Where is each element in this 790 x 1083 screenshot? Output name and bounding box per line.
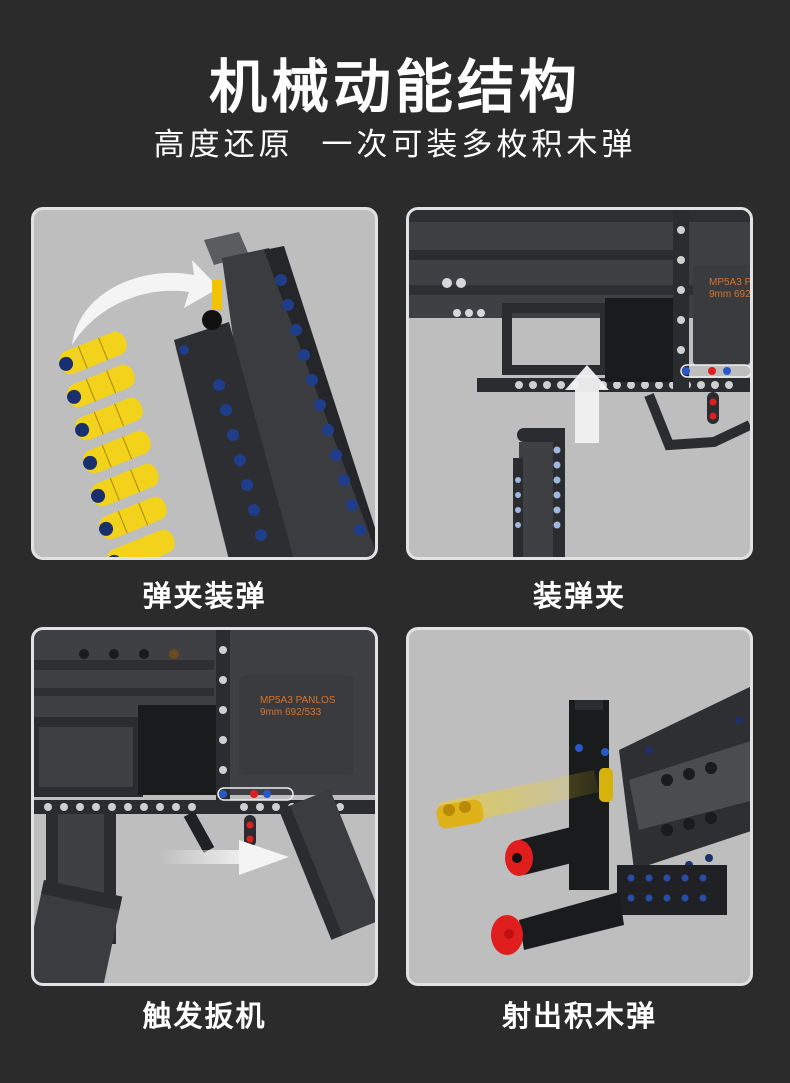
page-title: 机械动能结构 <box>208 53 581 121</box>
receiver-label-line2: 9mm 692/533 <box>709 289 750 300</box>
firing-illustration <box>436 686 750 955</box>
caption-insert-magazine: 装弹夹 <box>532 579 626 613</box>
trigger-illustration: MP5A3 PANLOS 9mm 692/533 <box>34 630 375 983</box>
receiver-label-line2: 9mm 692/533 <box>260 707 322 718</box>
receiver-label-line1: MP5A3 PANLOS <box>709 277 750 288</box>
caption-firing: 射出积木弹 <box>501 999 657 1033</box>
panel-insert-magazine: MP5A3 PANLOS 9mm 692/533 <box>406 207 753 560</box>
barrel-lower <box>491 892 624 955</box>
panel-magazine-loading <box>31 207 378 560</box>
caption-trigger: 触发扳机 <box>142 999 267 1033</box>
gun-front <box>569 686 750 915</box>
bullet-stack <box>59 331 175 557</box>
projectile-bullet <box>436 799 484 829</box>
panel-trigger: MP5A3 PANLOS 9mm 692/533 <box>31 627 378 986</box>
magazine-body <box>174 232 375 557</box>
insert-magazine-illustration: MP5A3 PANLOS 9mm 692/533 <box>409 210 750 557</box>
barrel-upper <box>505 825 584 876</box>
gun-receiver: MP5A3 PANLOS 9mm 692/533 <box>409 210 750 451</box>
caption-magazine-loading: 弹夹装弹 <box>142 579 267 613</box>
receiver-label-line1: MP5A3 PANLOS <box>260 695 336 706</box>
magazine <box>513 428 565 557</box>
magazine-loading-illustration <box>59 232 375 557</box>
curved-arrow-icon <box>72 260 219 345</box>
up-arrow-icon <box>565 365 609 443</box>
page-subtitle: 高度还原 一次可装多枚积木弹 <box>153 127 637 163</box>
right-arrow-icon <box>159 840 289 875</box>
gun-receiver: MP5A3 PANLOS 9mm 692/533 <box>34 630 375 983</box>
panel-firing <box>406 627 753 986</box>
